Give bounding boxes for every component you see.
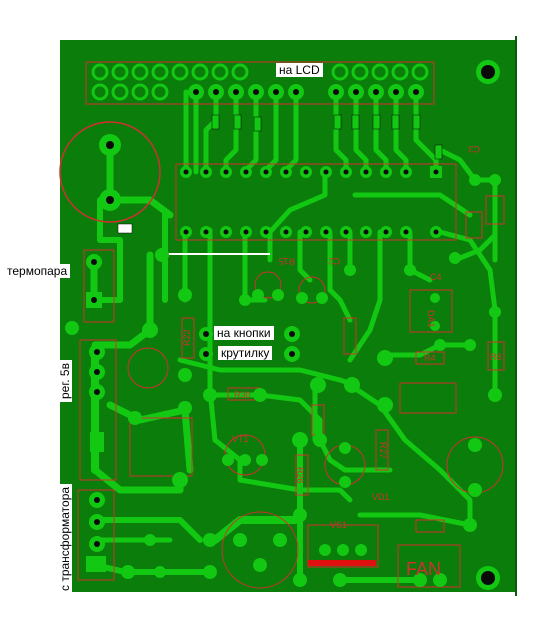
pcb-board — [60, 40, 516, 592]
silk-r27: R27 — [378, 442, 388, 459]
header-resistors — [211, 114, 443, 160]
highlight-bar — [308, 560, 376, 566]
thermocouple-label: термопара — [4, 264, 71, 278]
lcd-header — [85, 61, 435, 105]
silk-r30: R30 — [234, 390, 251, 400]
buzzer — [59, 121, 161, 234]
knob-label: крутилку — [218, 346, 273, 360]
silk-vs1: VS1 — [330, 520, 347, 530]
silk-c3: C3 — [468, 144, 480, 154]
transformer-connector — [77, 489, 135, 581]
silk-r26: R26 — [295, 467, 305, 484]
silk-c4: C4 — [430, 272, 442, 282]
buzzer-outline — [59, 121, 161, 223]
silk-vd1: VD1 — [372, 492, 390, 502]
silk-r4: R4 — [424, 353, 436, 363]
silk-da1: DA1 — [426, 310, 436, 328]
mcu-outline — [175, 163, 457, 241]
reg5v-label: рег. 5в — [58, 360, 72, 402]
lcd-label: на LCD — [276, 63, 323, 77]
silk-fan: FAN — [406, 559, 441, 579]
buttons-label: на кнопки — [214, 326, 274, 340]
silk-vt1: VT1 — [232, 434, 249, 444]
silk-r22: R22 — [182, 329, 192, 346]
buttons-header — [199, 326, 300, 362]
lcd-header-outline — [85, 61, 435, 105]
silk-r15: R15 — [278, 256, 295, 266]
component-pads — [128, 174, 502, 587]
mounting-holes — [476, 60, 500, 590]
thermocouple-connector — [65, 249, 115, 335]
silk-c2: C2 — [328, 256, 340, 266]
regulator-connector — [79, 339, 117, 481]
silk-r8: R8 — [490, 352, 502, 362]
mcu-ic — [175, 163, 457, 241]
transformer-label: с трансформатора — [58, 483, 72, 594]
